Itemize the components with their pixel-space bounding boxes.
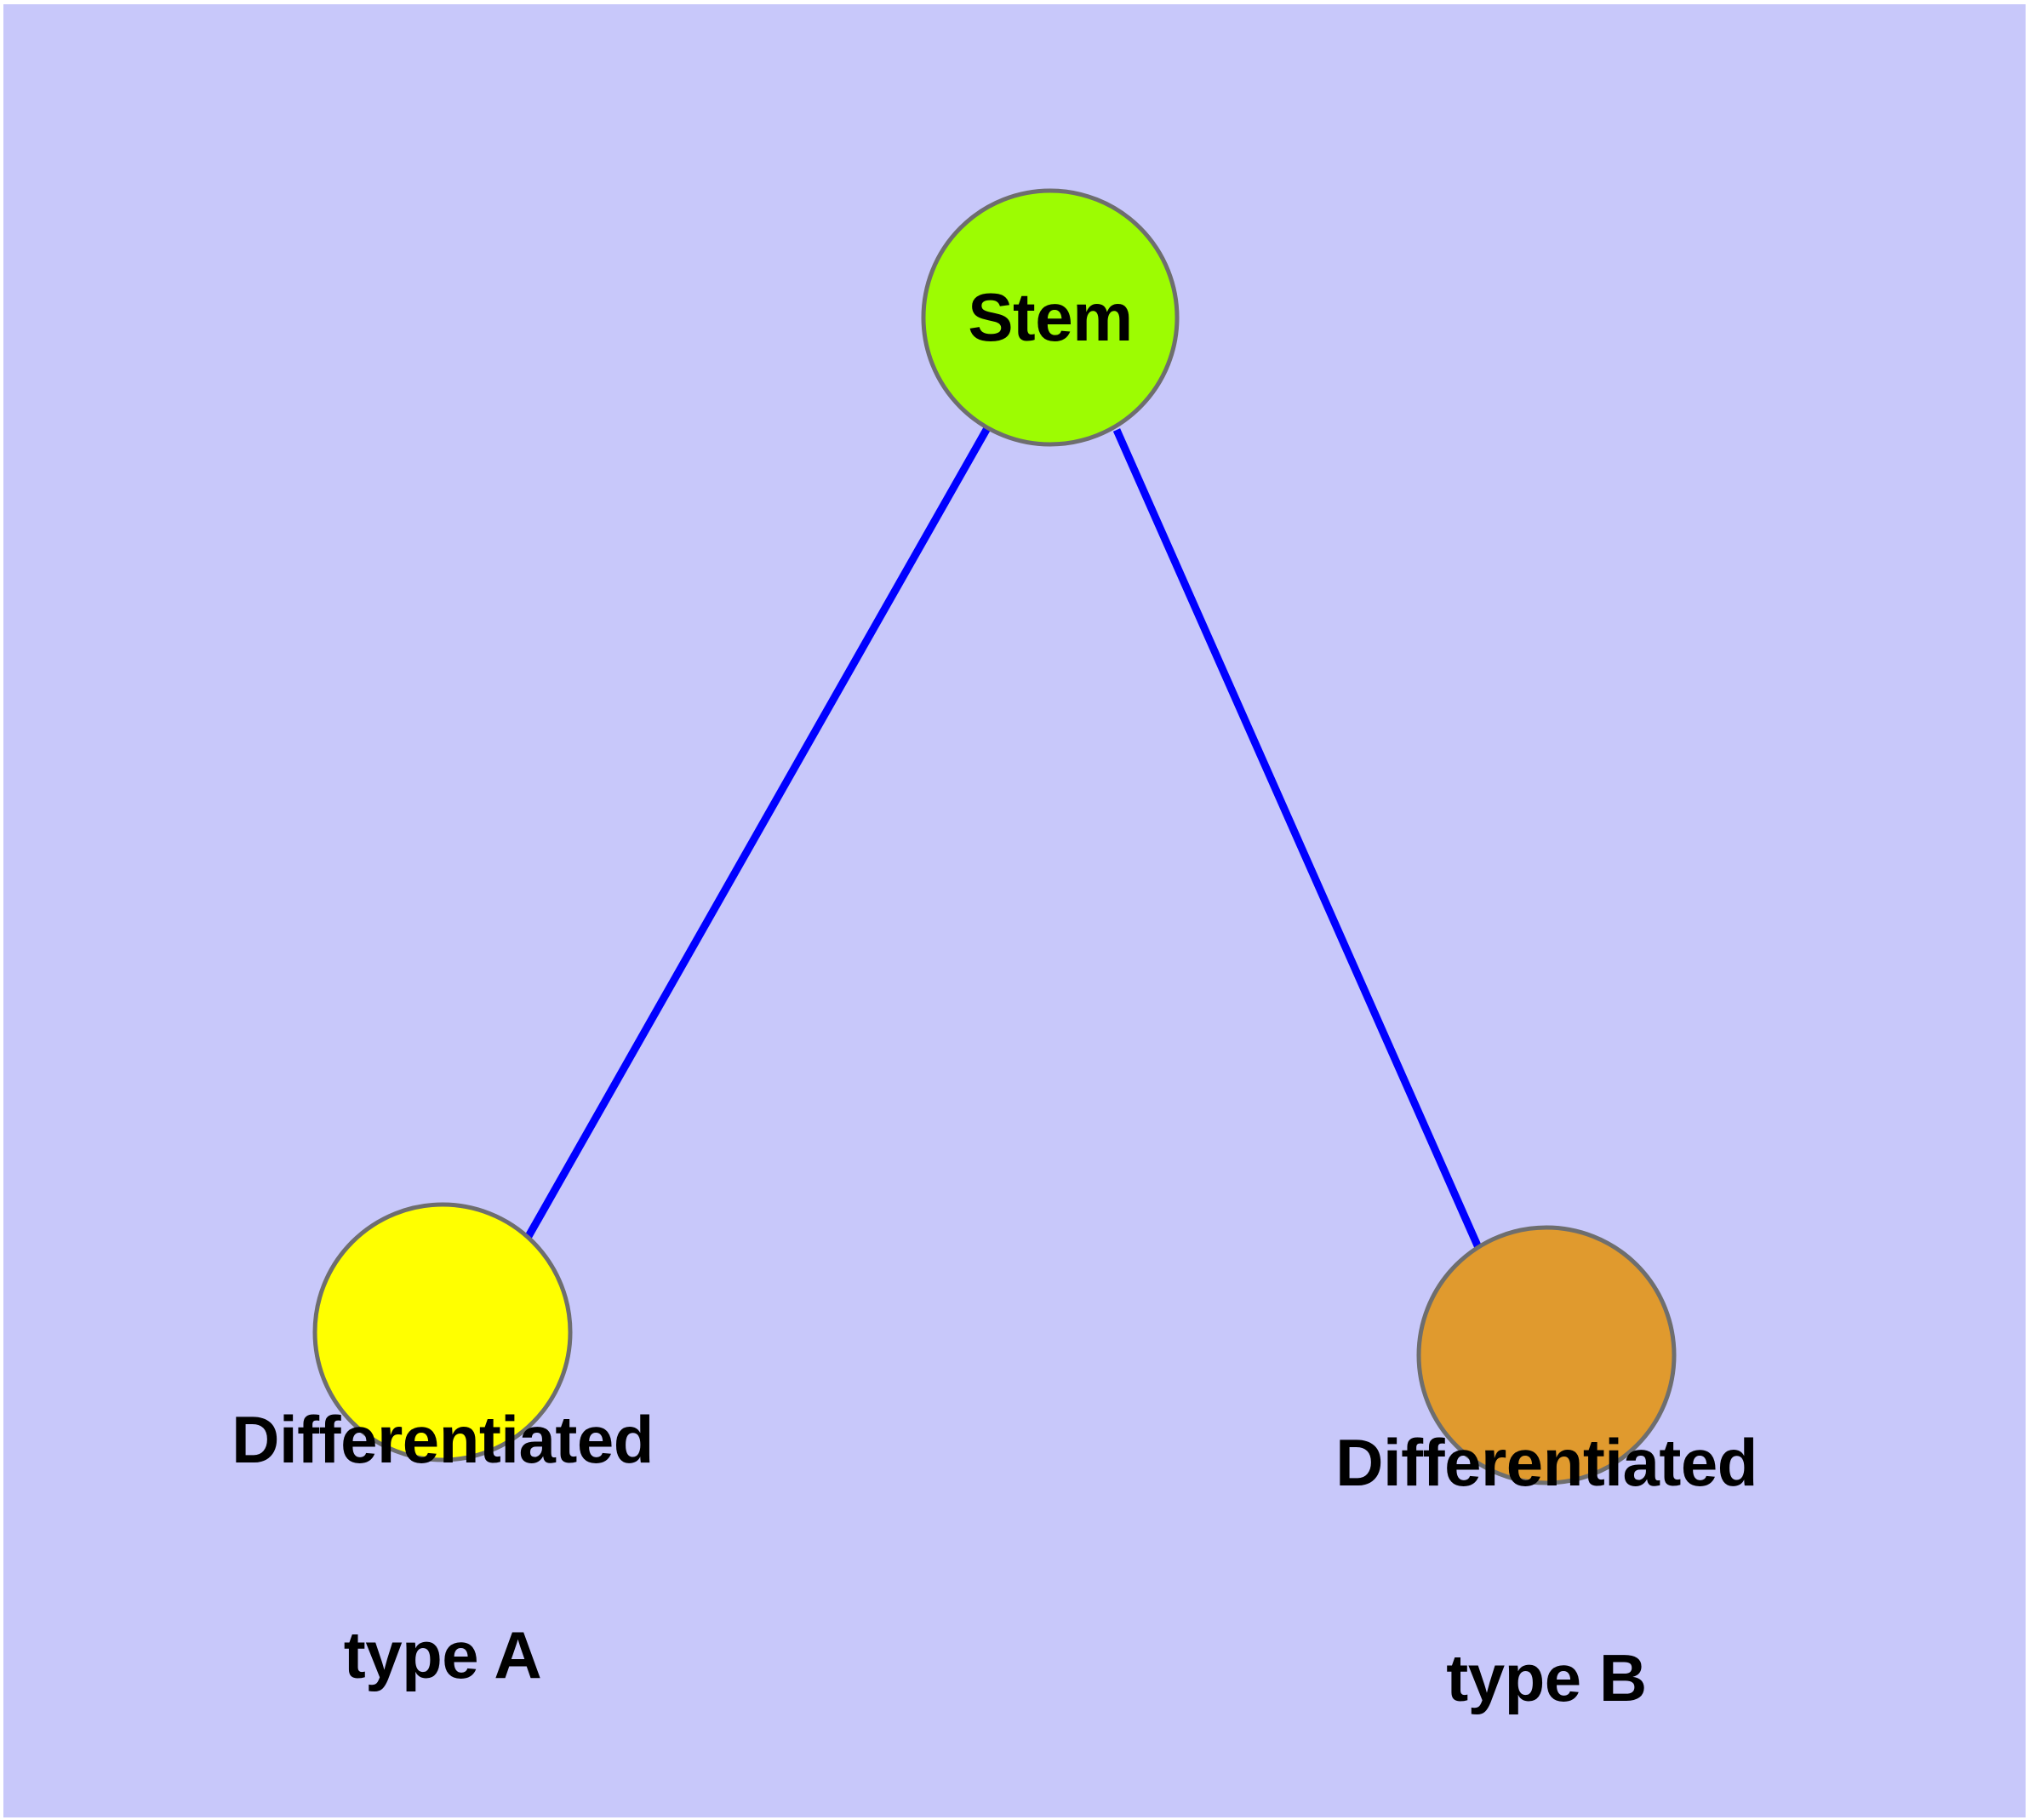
edge-stem-to-differentiated-type-a[interactable] <box>524 426 991 1240</box>
node-layer <box>312 188 1677 1485</box>
node-stem[interactable] <box>921 188 1180 447</box>
edge-stem-to-differentiated-type-b[interactable] <box>1112 428 1484 1253</box>
node-differentiated-type-b[interactable] <box>1416 1225 1677 1485</box>
node-differentiated-type-a[interactable] <box>312 1202 573 1462</box>
edge-layer <box>524 426 1484 1253</box>
